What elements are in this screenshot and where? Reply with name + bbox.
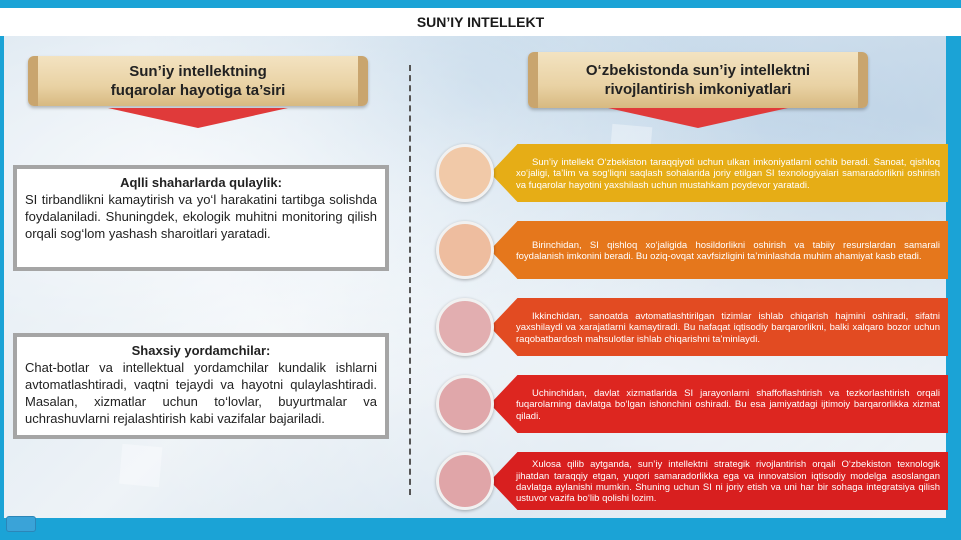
bullet-circle [436,298,494,356]
opportunity-band: Ikkinchidan, sanoatda avtomatlashtirilga… [490,298,948,356]
opportunity-row: Ikkinchidan, sanoatda avtomatlashtirilga… [430,298,950,358]
column-divider [409,65,411,495]
opportunity-row: Sun’iy intellekt O‘zbekiston taraqqiyoti… [430,144,950,204]
bullet-circle [436,375,494,433]
right-ribbon-decoration [608,108,788,128]
right-scroll-header: O‘zbekistonda sun’iy intellektni rivojla… [528,52,868,108]
left-scroll-header: Sun’iy intellektning fuqarolar hayotiga … [28,56,368,106]
left-scroll-title: Sun’iy intellektning fuqarolar hayotiga … [110,62,286,100]
right-scroll-title: O‘zbekistonda sun’iy intellektni rivojla… [585,61,811,99]
opportunity-band: Uchinchidan, davlat xizmatlarida SI jara… [490,375,948,433]
smart-cities-box: Aqlli shaharlarda qulaylik: SI tirbandli… [13,165,389,271]
bottom-bar [0,522,961,540]
smart-cities-text: SI tirbandlikni kamaytirish va yo‘l hara… [25,191,377,241]
left-ribbon-decoration [108,108,288,128]
slide-title: SUN’IY INTELLEKT [416,14,545,30]
personal-assistants-title: Shaxsiy yordamchilar: [131,343,271,358]
bullet-circle [436,221,494,279]
opportunity-text: Xulosa qilib aytganda, sun’iy intellektn… [516,459,940,505]
slide-corner-mark [6,516,36,532]
personal-assistants-box: Shaxsiy yordamchilar: Chat-botlar va int… [13,333,389,439]
bullet-circle [436,452,494,510]
opportunity-row: Birinchidan, SI qishloq xo‘jaligida hosi… [430,221,950,281]
opportunity-band: Xulosa qilib aytganda, sun’iy intellektn… [490,452,948,510]
opportunity-text: Sun’iy intellekt O‘zbekiston taraqqiyoti… [516,156,940,191]
opportunity-row: Uchinchidan, davlat xizmatlarida SI jara… [430,375,950,435]
personal-assistants-text: Chat-botlar va intellektual yordamchilar… [25,359,377,426]
bullet-circle [436,144,494,202]
opportunity-band: Birinchidan, SI qishloq xo‘jaligida hosi… [490,221,948,279]
opportunity-text: Birinchidan, SI qishloq xo‘jaligida hosi… [516,239,940,262]
opportunity-text: Ikkinchidan, sanoatda avtomatlashtirilga… [516,310,940,345]
opportunity-row: Xulosa qilib aytganda, sun’iy intellektn… [430,452,950,512]
opportunity-text: Uchinchidan, davlat xizmatlarida SI jara… [516,387,940,422]
title-bar [0,8,961,36]
opportunity-band: Sun’iy intellekt O‘zbekiston taraqqiyoti… [490,144,948,202]
smart-cities-title: Aqlli shaharlarda qulaylik: [120,175,282,190]
